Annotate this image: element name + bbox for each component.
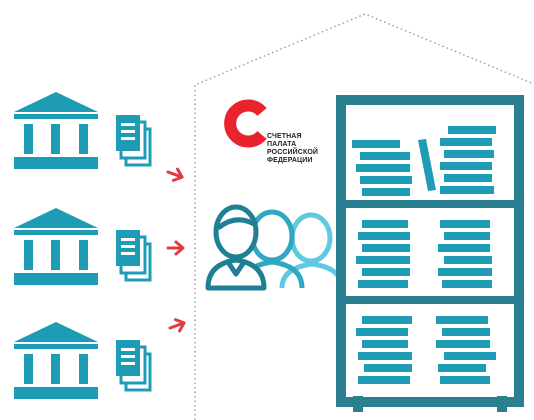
institution-icon [14,208,98,285]
institution-icon [14,92,98,169]
archive-shelf-icon [336,95,524,412]
documents-icon [116,230,152,282]
dotted-house-outline [194,13,534,420]
arrow-icon [166,167,184,182]
logo-line: РОССИЙСКОЙ [267,149,318,156]
people-group-icon [205,204,345,291]
accounts-chamber-logo [224,99,267,148]
logo-line: ПАЛАТА [267,141,297,148]
arrow-icon [168,318,186,333]
logo-line: ФЕДЕРАЦИИ [267,157,313,164]
documents-icon [116,115,152,167]
documents-icon [116,340,152,392]
logo-line: СЧЕТНАЯ [267,133,302,140]
logo-text: СЧЕТНАЯ ПАЛАТА РОССИЙСКОЙ ФЕДЕРАЦИИ [267,133,318,165]
arrow-icon [166,240,185,256]
institution-icon [14,322,98,399]
